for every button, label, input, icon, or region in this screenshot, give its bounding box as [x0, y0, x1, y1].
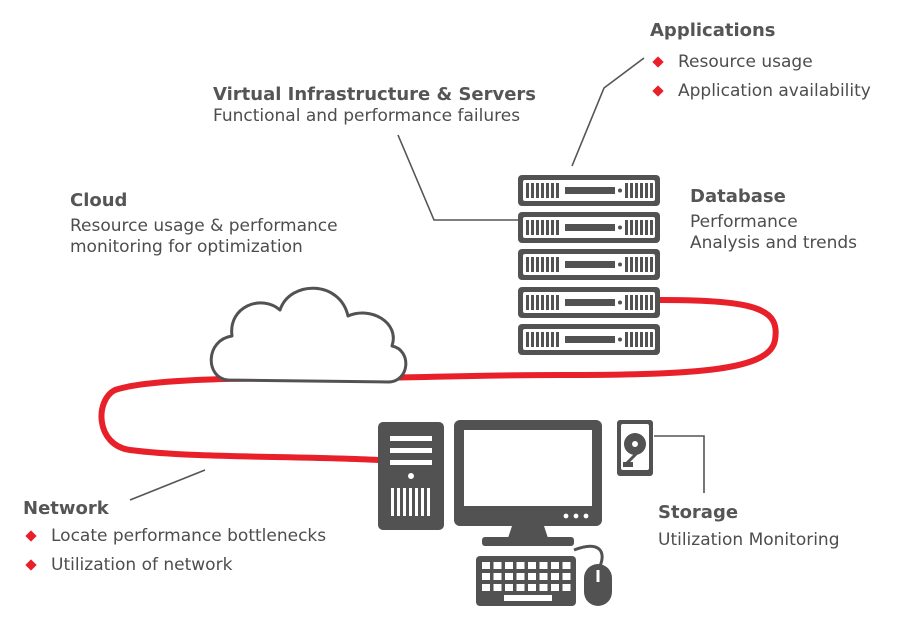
applications-section: Applications Resource usage Application … [650, 20, 871, 106]
server-rack-icon [518, 175, 660, 355]
cloud-section: Cloud Resource usage & performance monit… [70, 190, 338, 258]
network-bullet: Utilization of network [23, 551, 326, 580]
keyboard-icon [476, 556, 576, 606]
network-title: Network [23, 498, 109, 519]
server-unit [518, 175, 660, 206]
bullet-diamond-icon [25, 559, 37, 571]
bullet-diamond-icon [25, 530, 37, 542]
storage-title: Storage [658, 502, 739, 523]
bullet-diamond-icon [652, 56, 664, 68]
hard-drive-icon [617, 420, 653, 476]
network-bullets: Locate performance bottlenecks Utilizati… [23, 522, 326, 580]
database-section: Database Performance Analysis and trends [690, 186, 857, 254]
cloud-icon [209, 286, 408, 384]
bullet-text: Application availability [678, 81, 871, 101]
applications-bullet: Resource usage [650, 48, 871, 77]
virtual-infrastructure-section: Virtual Infrastructure & Servers Functio… [213, 84, 536, 127]
applications-bullet: Application availability [650, 77, 871, 106]
network-bullet: Locate performance bottlenecks [23, 522, 326, 551]
applications-bullets: Resource usage Application availability [650, 48, 871, 106]
database-title: Database [690, 186, 786, 207]
bullet-diamond-icon [652, 85, 664, 97]
server-unit [518, 287, 660, 318]
applications-callout-line [571, 57, 645, 167]
bullet-text: Utilization of network [51, 555, 233, 575]
virtual-infrastructure-title: Virtual Infrastructure & Servers [213, 84, 537, 105]
desktop-tower-icon [378, 422, 444, 530]
bullet-text: Resource usage [678, 52, 813, 72]
bullet-text: Locate performance bottlenecks [51, 526, 327, 546]
storage-callout-line [654, 435, 705, 493]
mouse-icon [573, 544, 612, 606]
virtual-infrastructure-description: Functional and performance failures [213, 106, 521, 126]
storage-description: Utilization Monitoring [658, 530, 840, 550]
cloud-description: Resource usage & performance monitoring … [70, 216, 338, 257]
callout-lines [129, 57, 705, 501]
server-unit [518, 212, 660, 243]
cloud-title: Cloud [70, 190, 128, 211]
database-description: Performance Analysis and trends [690, 212, 857, 253]
monitor-icon [454, 420, 602, 546]
applications-title: Applications [650, 20, 776, 41]
virtual-infra-callout-line [397, 134, 518, 221]
network-section: Network Locate performance bottlenecks U… [23, 498, 326, 580]
storage-section: Storage Utilization Monitoring [658, 502, 840, 551]
network-callout-line [129, 469, 206, 501]
server-unit [518, 324, 660, 355]
server-unit [518, 249, 660, 280]
